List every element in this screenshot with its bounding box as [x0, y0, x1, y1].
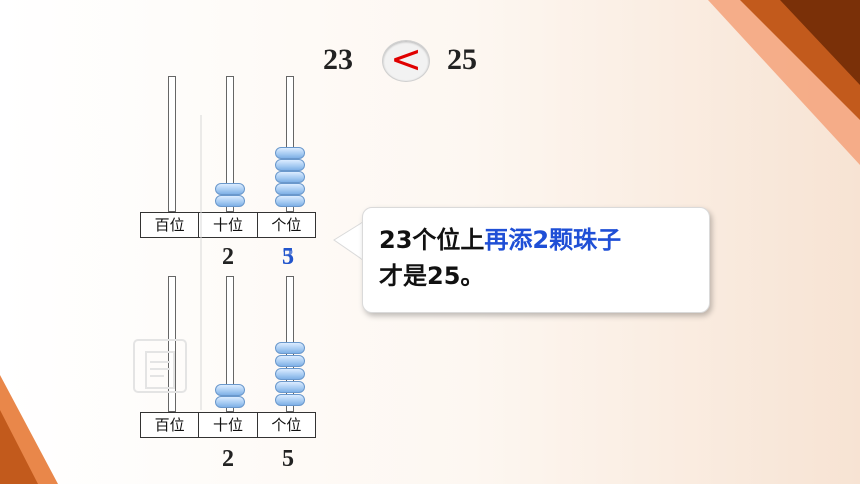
bubble-text-part1: 23个位上: [379, 226, 485, 254]
ones-bead: [275, 147, 305, 159]
ones-bead: [275, 368, 305, 380]
tens-digit: 2: [222, 446, 234, 472]
right-number: 25: [447, 43, 477, 76]
hundreds-rod: [168, 76, 176, 212]
ones-bead: [275, 159, 305, 171]
bubble-highlight: 再添2颗珠子: [484, 226, 622, 254]
hundreds-rod: [168, 276, 176, 412]
tens-rod: [226, 76, 234, 212]
ones-bead: [275, 394, 305, 406]
tens-bead: [215, 195, 245, 207]
bottom-abacus: 百位 十位 个位 2 5: [140, 276, 316, 476]
top-abacus: 百位 十位 个位 2 5 3: [140, 76, 316, 272]
speech-bubble-tail: [333, 221, 365, 261]
clipboard-icon: [133, 339, 187, 393]
comparison-row: 23 < 25: [0, 37, 860, 82]
tens-digit: 2: [222, 244, 234, 270]
less-than-symbol: <: [390, 37, 422, 81]
ones-label: 个位: [256, 413, 315, 437]
ones-label: 个位: [256, 213, 315, 237]
hundreds-label: 百位: [154, 416, 185, 434]
ones-rod: [286, 76, 294, 212]
ones-bead: [275, 355, 305, 367]
ones-bead: [275, 195, 305, 207]
tens-label: 十位: [198, 213, 256, 237]
tens-rod: [226, 276, 234, 412]
ones-digit: 5: [282, 244, 294, 270]
bubble-text: 23个位上再添2颗珠子 才是25。: [379, 222, 699, 294]
ones-digit-overlay: 3: [282, 244, 294, 270]
ones-bead: [275, 171, 305, 183]
tens-bead: [215, 384, 245, 396]
tens-label: 十位: [198, 413, 256, 437]
ones-bead: [275, 381, 305, 393]
place-value-labels: 百位 十位 个位: [140, 212, 316, 238]
left-number: 23: [323, 43, 353, 76]
bubble-text-part2: 才是25。: [379, 262, 485, 290]
ones-bead: [275, 342, 305, 354]
tens-bead: [215, 183, 245, 195]
tens-bead: [215, 396, 245, 408]
comparison-symbol-circle: <: [382, 37, 430, 82]
hundreds-label: 百位: [154, 216, 185, 234]
speech-bubble: 23个位上再添2颗珠子 才是25。: [362, 207, 710, 313]
ones-bead: [275, 183, 305, 195]
ones-digit: 5: [282, 446, 294, 472]
place-value-labels: 百位 十位 个位: [140, 412, 316, 438]
